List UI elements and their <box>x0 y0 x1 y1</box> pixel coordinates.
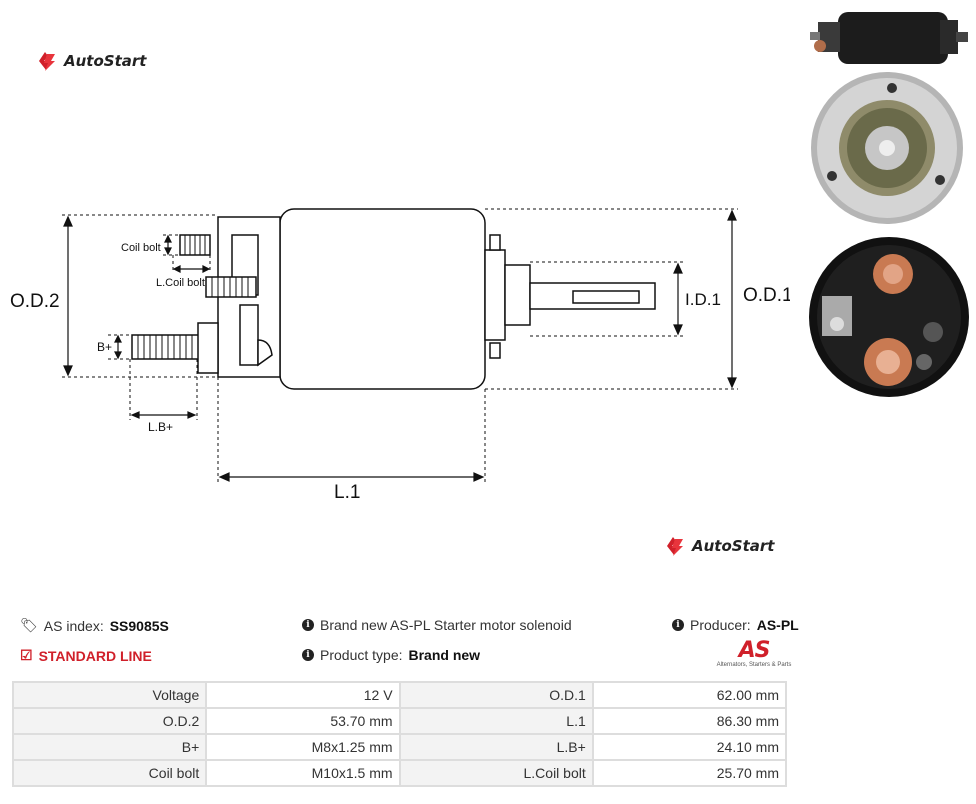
table-row: Coil bolt M10x1.5 mm L.Coil bolt 25.70 m… <box>11 759 788 787</box>
spec-label: B+ <box>11 733 208 761</box>
producer-value: AS-PL <box>756 617 799 633</box>
producer: i Producer: AS-PL <box>672 617 799 633</box>
spec-label: Coil bolt <box>11 759 208 787</box>
as-index: 🏷 AS index: SS9085S <box>20 617 169 634</box>
spec-value: 12 V <box>205 681 401 709</box>
b-plus-label: B+ <box>97 340 112 354</box>
description-text: Brand new AS-PL Starter motor solenoid <box>320 617 572 633</box>
l1-label: L.1 <box>334 482 360 503</box>
product-photo-side <box>810 12 968 64</box>
autostart-logo-icon <box>39 52 55 71</box>
autostart-logo: AutoStart <box>36 50 146 72</box>
as-pl-logo: AS Alternators, Starters & Parts <box>716 638 792 669</box>
od1-label: O.D.1 <box>743 285 790 306</box>
spec-label: Voltage <box>11 681 208 709</box>
table-row: Voltage 12 V O.D.1 62.00 mm <box>11 681 788 709</box>
spec-value: M8x1.25 mm <box>205 733 401 761</box>
info-circle-icon: i <box>672 619 684 631</box>
spec-label: L.1 <box>398 707 594 735</box>
brand-name: AutoStart <box>692 537 775 555</box>
coil-bolt-label: Coil bolt <box>121 242 161 254</box>
spec-value: M10x1.5 mm <box>205 759 401 787</box>
brand-name: AutoStart <box>64 52 147 70</box>
autostart-logo-icon <box>667 537 683 556</box>
tags-icon: 🏷 <box>20 617 38 633</box>
spec-value: 86.30 mm <box>591 707 788 735</box>
table-row: O.D.2 53.70 mm L.1 86.30 mm <box>11 707 788 735</box>
spec-value: 53.70 mm <box>205 707 401 735</box>
spec-label: O.D.2 <box>11 707 208 735</box>
id1-label: I.D.1 <box>685 290 721 309</box>
table-row: B+ M8x1.25 mm L.B+ 24.10 mm <box>11 733 788 761</box>
as-index-value: SS9085S <box>109 617 169 634</box>
spec-label: L.Coil bolt <box>398 759 594 787</box>
producer-label: Producer: <box>690 617 751 633</box>
check-square-icon: ☑ <box>20 647 33 663</box>
od2-label: O.D.2 <box>10 291 60 312</box>
spec-value: 24.10 mm <box>591 733 788 761</box>
l-b-plus-label: L.B+ <box>148 420 173 434</box>
info-circle-icon: i <box>302 649 314 661</box>
spec-value: 25.70 mm <box>591 759 788 787</box>
product-description: i Brand new AS-PL Starter motor solenoid <box>302 617 572 633</box>
as-index-label: AS index: <box>43 617 104 634</box>
l-coil-bolt-label: L.Coil bolt <box>156 277 205 289</box>
product-photo-front <box>811 72 963 224</box>
product-photo-rear <box>809 237 969 397</box>
specs-table: Voltage 12 V O.D.1 62.00 mm O.D.2 53.70 … <box>11 681 788 787</box>
autostart-logo-secondary: AutoStart <box>664 535 774 557</box>
standard-line-label: STANDARD LINE <box>38 647 152 664</box>
product-type-value: Brand new <box>408 647 481 663</box>
spec-label: O.D.1 <box>398 681 594 709</box>
info-circle-icon: i <box>302 619 314 631</box>
spec-value: 62.00 mm <box>591 681 788 709</box>
spec-label: L.B+ <box>398 733 594 761</box>
as-logo-tagline: Alternators, Starters & Parts <box>716 662 792 668</box>
product-type-label: Product type: <box>320 647 403 663</box>
as-logo-mark: AS <box>738 638 771 663</box>
product-type: i Product type: Brand new <box>302 647 480 663</box>
solenoid-dimension-drawing: O.D.2 O.D.1 I.D.1 L.1 Coil bolt L.Coil b… <box>10 208 790 503</box>
standard-line-badge: ☑ STANDARD LINE <box>20 647 152 664</box>
